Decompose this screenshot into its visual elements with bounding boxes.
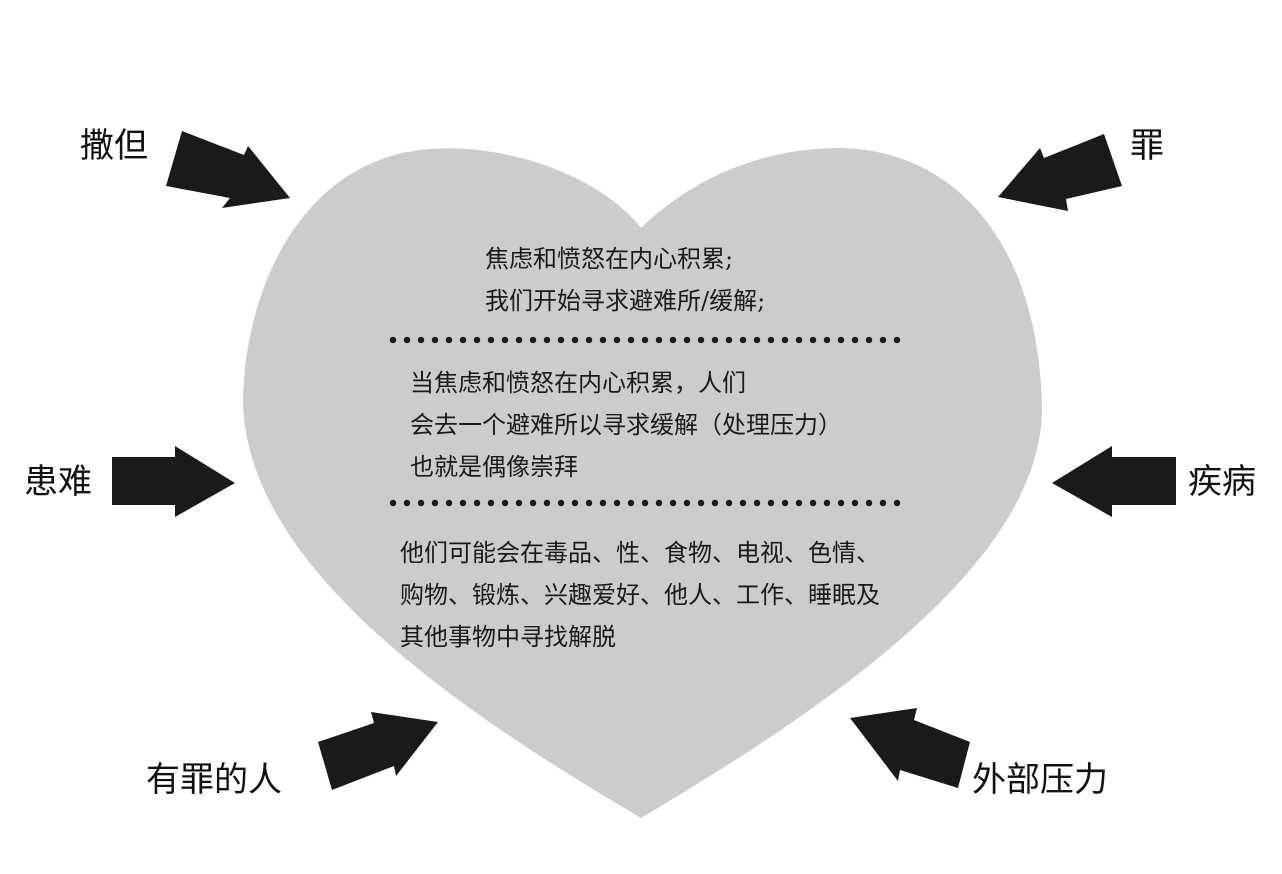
pressure-label-illness: 疾病 [1188, 462, 1256, 502]
dotted-divider [386, 498, 904, 508]
heart-section2-line3: 也就是偶像崇拜 [410, 453, 578, 481]
heart-section3-line2: 购物、锻炼、兴趣爱好、他人、工作、睡眠及 [400, 581, 880, 609]
heart-section2-line1: 当焦虑和愤怒在内心积累，人们 [410, 369, 746, 397]
arrow-icon-bottom-left [318, 712, 438, 790]
pressure-label-sinful-people: 有罪的人 [146, 760, 282, 800]
pressure-label-sin: 罪 [1130, 126, 1164, 166]
pressure-label-hardship: 患难 [24, 462, 92, 502]
dotted-divider [386, 335, 904, 345]
arrow-icon-top-left [166, 131, 290, 208]
arrow-icon-top-right [998, 134, 1122, 211]
heart-section2-line2: 会去一个避难所以寻求缓解（处理压力） [410, 411, 842, 439]
heart-section1-line1: 焦虑和愤怒在内心积累; [485, 245, 734, 273]
heart-section3-line3: 其他事物中寻找解脱 [400, 623, 616, 651]
pressure-label-satan: 撒但 [80, 126, 148, 166]
heart-section1-line2: 我们开始寻求避难所/缓解; [485, 287, 766, 315]
pressure-label-external-stress: 外部压力 [972, 760, 1108, 800]
arrow-icon-mid-left [112, 446, 235, 517]
arrow-icon-mid-right [1052, 446, 1176, 517]
heart-shape [243, 148, 1042, 818]
arrow-icon-bottom-right [850, 708, 970, 788]
heart-section3-line1: 他们可能会在毒品、性、食物、电视、色情、 [400, 539, 880, 567]
